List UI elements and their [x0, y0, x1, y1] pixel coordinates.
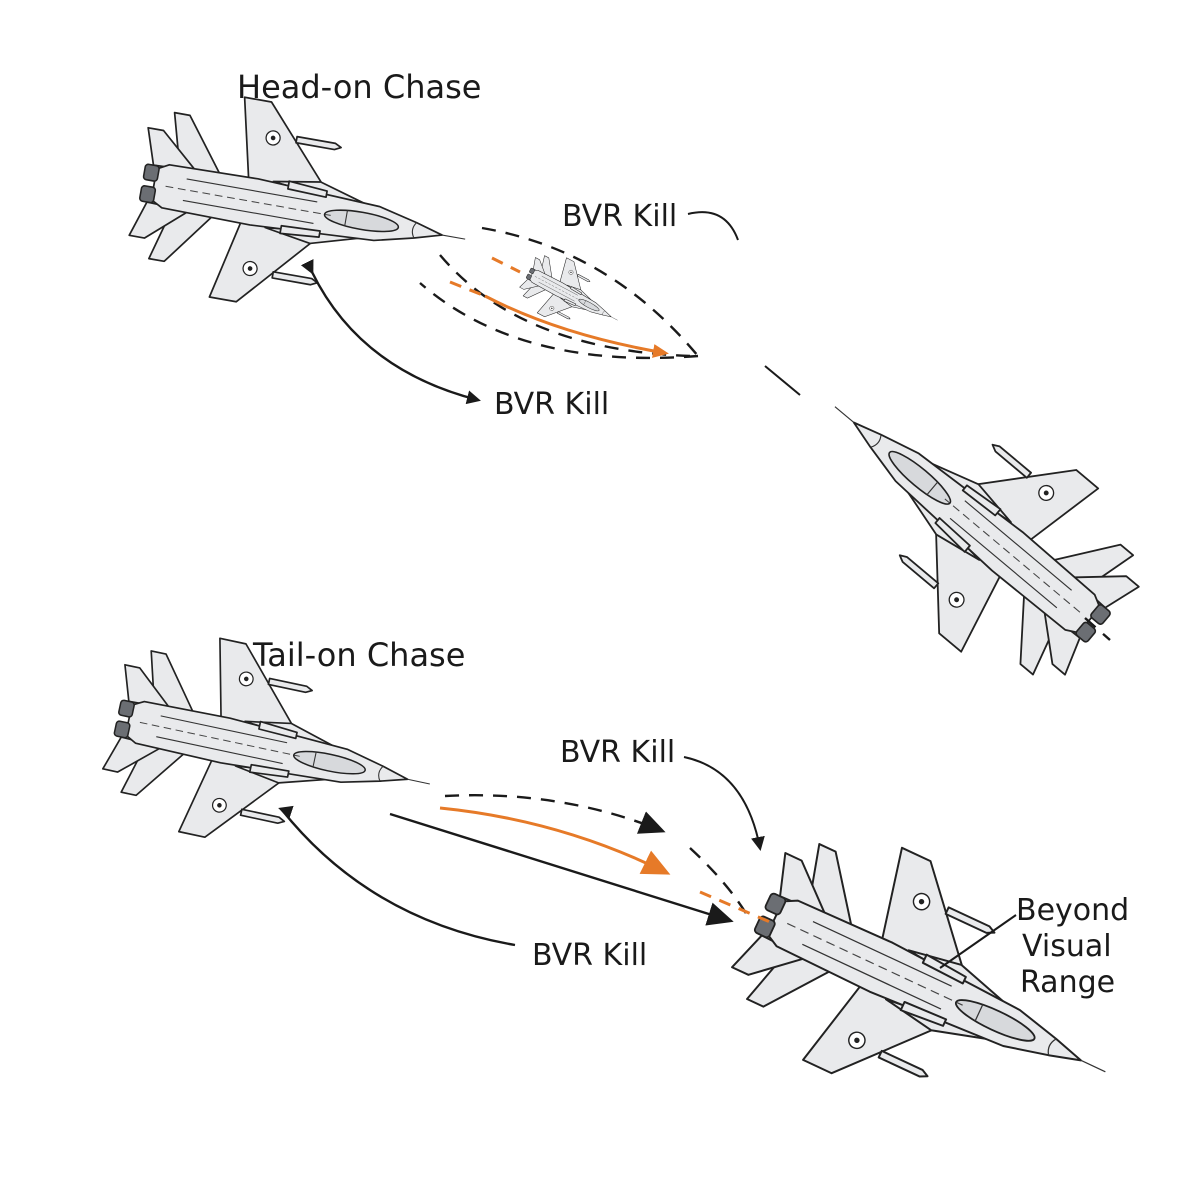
head-on-kill-label-lower: BVR Kill [494, 387, 609, 422]
envelope-outline-upper [481, 226, 699, 357]
bvr-side-label-line2: Visual [1022, 929, 1112, 964]
missile-launch-dash [491, 256, 521, 274]
fighter-jet-head-on-shooter [120, 80, 484, 340]
bvr-side-label-line3: Range [1020, 965, 1115, 1000]
missile-path-tail-on-dashed [444, 794, 666, 834]
missile-path-head-on-solid [484, 294, 669, 358]
head-on-kill-leader [687, 211, 739, 241]
range-arrow-tail-on [281, 809, 516, 947]
missile-path-tail-on-orange-dash [699, 890, 771, 924]
bvr-side-label-line1: Beyond [1016, 893, 1129, 928]
tail-on-kill-label-lower: BVR Kill [532, 938, 647, 973]
range-arrow-tail-on-head [278, 805, 294, 820]
fighter-jet-head-on-target [765, 324, 1172, 714]
missile-path-head-on [449, 280, 486, 298]
target-trail-dash [1084, 617, 1111, 641]
missile-path-tail-on-straight [389, 812, 734, 926]
missile-path-tail-on-orange [439, 806, 671, 875]
bvr-side-leader [939, 914, 1017, 969]
tail-on-kill-label-upper: BVR Kill [560, 735, 675, 770]
tail-on-title: Tail-on Chase [252, 636, 465, 674]
range-arrow-head-on [300, 259, 481, 405]
head-on-kill-label-upper: BVR Kill [562, 199, 677, 234]
target-heading-line [764, 365, 801, 396]
head-on-title: Head-on Chase [237, 68, 481, 106]
tail-on-kill-leader [683, 756, 765, 851]
